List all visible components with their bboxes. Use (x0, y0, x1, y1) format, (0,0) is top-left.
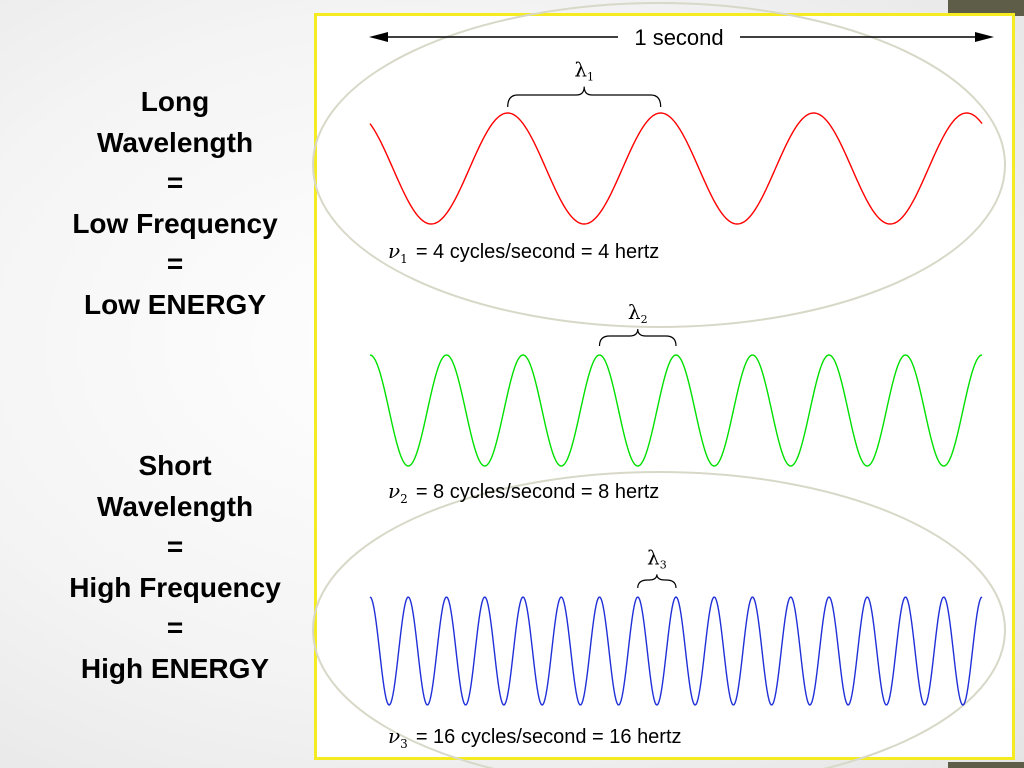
frequency-3-label: ν3 = 16 cycles/second = 16 hertz (388, 724, 682, 751)
arrow-head-right (975, 32, 994, 42)
short-wavelength-block: Short Wavelength = High Frequency = High… (30, 446, 320, 689)
frequency-3-text: = 16 cycles/second = 16 hertz (416, 726, 682, 748)
lambda-1-subscript: 1 (587, 71, 594, 84)
nu-2-symbol: ν (388, 479, 400, 503)
time-span-label: 1 second (634, 25, 723, 50)
frequency-1-label: ν1 = 4 cycles/second = 4 hertz (388, 239, 659, 266)
nu-3-symbol: ν (388, 724, 400, 748)
corner-accent-top (948, 0, 1024, 16)
short-line-5: = (166, 612, 184, 643)
wave-diagram: 1 second λ1 ν1= 4 cycles/second = 4 hert… (312, 2, 1006, 768)
lambda-3-subscript: 3 (660, 558, 667, 571)
lambda-1-label: λ1 (574, 58, 594, 84)
long-line-1: Long (140, 86, 210, 117)
lambda-2-symbol: λ (628, 300, 641, 324)
wavelength-brace-1 (507, 86, 662, 108)
short-line-4: High Frequency (69, 571, 281, 603)
nu-1-symbol: ν (388, 239, 400, 263)
corner-accent-bottom (948, 762, 1024, 768)
short-line-1: Short (138, 450, 212, 481)
nu-2-subscript: 2 (400, 492, 408, 506)
lambda-2-label: λ2 (628, 300, 648, 326)
nu-1-subscript: 1 (400, 252, 408, 266)
short-line-3: = (166, 531, 184, 562)
long-line-5: = (166, 248, 184, 279)
arrow-head-left (369, 32, 388, 42)
wavelength-brace-2 (598, 328, 677, 347)
lambda-3-label: λ3 (647, 545, 667, 571)
long-line-6: Low ENERGY (83, 288, 266, 320)
long-line-3: = (166, 167, 184, 198)
wave-red-path (369, 112, 983, 225)
long-line-2: Wavelength (96, 126, 254, 158)
short-line-2: Wavelength (96, 490, 254, 522)
short-line-6: High ENERGY (80, 652, 270, 684)
frequency-2-text: = 8 cycles/second = 8 hertz (416, 481, 659, 503)
wave-green-path (369, 354, 983, 467)
time-span-arrow: 1 second (369, 25, 994, 50)
lambda-3-symbol: λ (647, 545, 660, 569)
nu-3-subscript: 3 (400, 737, 408, 751)
lambda-1-symbol: λ (574, 58, 587, 82)
highlight-ellipse-short (312, 471, 1006, 768)
lambda-2-subscript: 2 (641, 313, 648, 326)
wave-blue-path (369, 596, 983, 706)
frequency-1-text: = 4 cycles/second = 4 hertz (416, 241, 659, 263)
long-line-4: Low Frequency (72, 207, 278, 239)
long-wavelength-block: Long Wavelength = Low Frequency = Low EN… (30, 82, 320, 325)
wavelength-brace-3 (637, 574, 677, 589)
frequency-2-label: ν2 = 8 cycles/second = 8 hertz (388, 479, 659, 506)
highlight-ellipse-long (312, 2, 1006, 328)
